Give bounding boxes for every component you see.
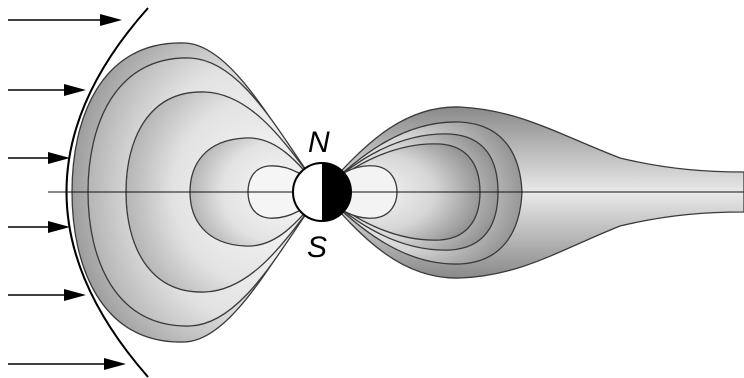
solar-wind-arrow: [8, 14, 122, 26]
solar-wind-arrow: [8, 289, 86, 301]
solar-wind-arrows: [8, 14, 126, 370]
solar-wind-arrow: [8, 84, 86, 96]
solar-wind-arrow: [8, 221, 70, 233]
solar-wind-arrow: [8, 358, 126, 370]
solar-wind-arrow: [8, 152, 70, 164]
planet-day-half: [293, 163, 322, 221]
south-pole-label: S: [307, 231, 327, 264]
planet: [292, 162, 352, 222]
planet-night-half: [322, 163, 351, 221]
north-pole-label: N: [308, 126, 330, 159]
